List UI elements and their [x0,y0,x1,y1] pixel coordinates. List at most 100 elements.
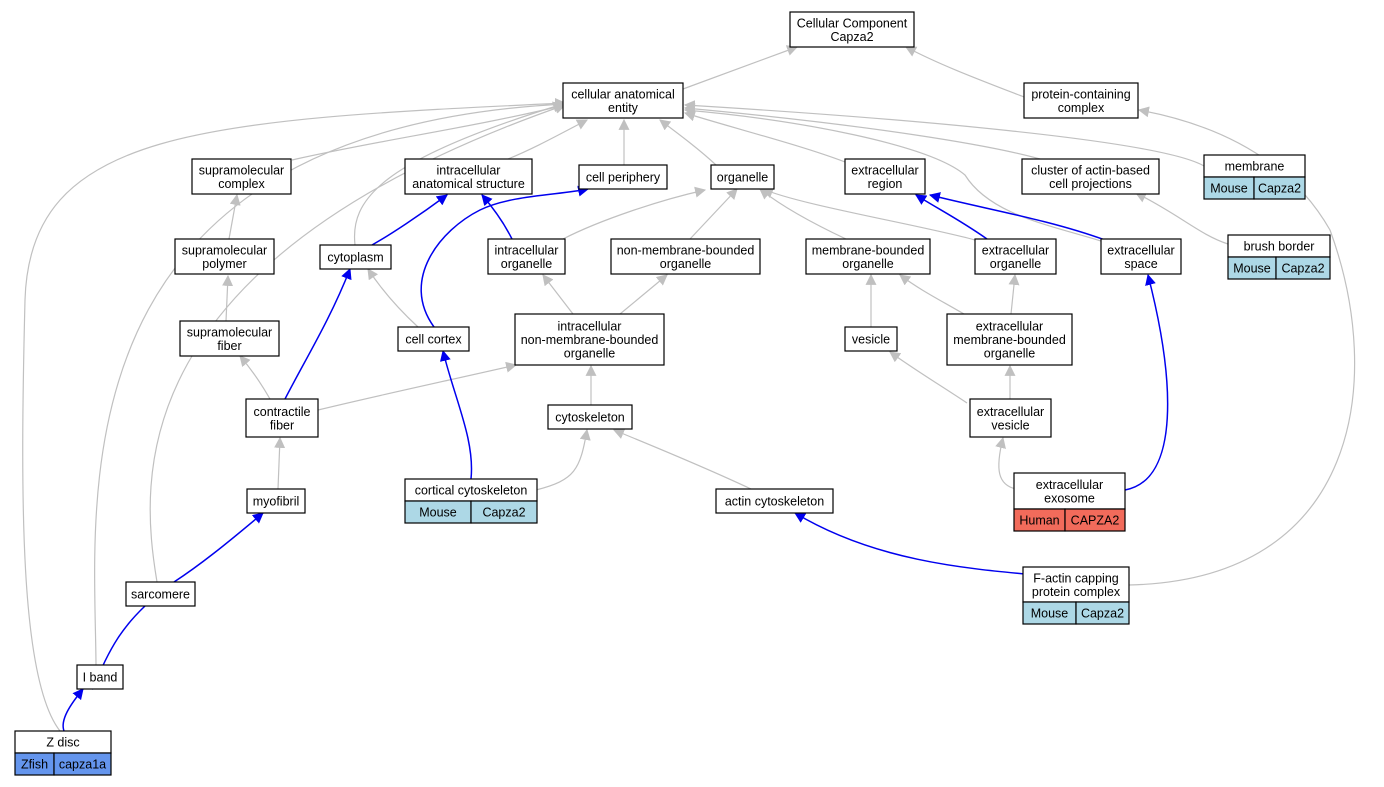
node-label: cortical cytoskeleton [415,484,528,498]
node-label: extracellular [851,163,918,177]
annotation-edge [284,267,352,400]
gene-cell [1275,256,1331,280]
node-label: exosome [1044,491,1095,505]
node-label: membrane-bounded [812,243,925,257]
species-label: Mouse [1233,262,1271,276]
gene-cell [1064,508,1126,532]
node-box [404,158,533,195]
node-box [179,320,280,357]
species-label: Zfish [21,758,48,772]
is-a-edge [562,186,707,240]
node-intracellular-non-membrane-bounded-organelle[interactable]: intracellularnon-membrane-boundedorganel… [514,313,665,366]
node-box [487,238,566,275]
node-label: complex [1058,101,1105,115]
node-box [76,664,124,690]
node-box [789,11,915,48]
node-vesicle[interactable]: vesicle [844,326,898,352]
node-box [1022,566,1130,603]
is-a-edge [995,436,1017,490]
node-label: Capza2 [830,30,873,44]
species-label: Mouse [1031,607,1069,621]
node-cytoplasm[interactable]: cytoplasm [319,244,392,270]
is-a-edge [689,188,738,240]
gene-label: capza1a [59,758,106,772]
annotation-edge [420,185,590,328]
is-a-edge [683,100,1205,167]
node-label: non-membrane-bounded [521,333,659,347]
is-a-edge [1128,106,1356,586]
is-a-edge [899,274,965,315]
node-box [125,581,196,607]
node-label: fiber [270,418,294,432]
node-box [1021,158,1160,195]
node-label: region [868,177,903,191]
node-label: intracellular [558,320,622,334]
node-i-band[interactable]: I band [76,664,124,690]
node-box [710,164,775,190]
is-a-edge [228,193,241,240]
is-a-edge [612,428,752,490]
node-box [1013,472,1126,510]
node-label: Cellular Component [797,16,908,30]
is-a-edge [683,110,846,163]
node-label: actin cytoskeleton [725,495,824,509]
node-label: intracellular [437,163,501,177]
is-a-edge [507,119,588,160]
node-box [514,313,665,366]
node-organelle[interactable]: organelle [710,164,775,190]
gene-cell [1075,601,1130,625]
is-a-edge [761,187,976,241]
node-actin-cytoskeleton[interactable]: actin cytoskeleton [715,488,834,514]
node-myofibril[interactable]: myofibril [246,488,306,514]
node-label: polymer [202,257,246,271]
node-label: complex [218,177,265,191]
annotation-edge [928,192,1106,241]
is-a-edge [274,436,286,490]
node-box [844,158,926,195]
node-cytoskeleton[interactable]: cytoskeleton [547,404,633,430]
node-sarcomere[interactable]: sarcomere [125,581,196,607]
node-cell-cortex[interactable]: cell cortex [397,326,470,352]
node-label: anatomical structure [412,177,525,191]
node-label: supramolecular [182,243,267,257]
annotation-edge [440,349,473,480]
node-box [319,244,392,270]
gene-label: Capza2 [482,506,525,520]
node-label: cytoplasm [327,251,383,265]
annotation-edge [371,194,448,246]
node-box [246,488,306,514]
is-a-edge [535,428,591,491]
node-label: sarcomere [131,588,190,602]
node-label: organelle [501,257,552,271]
is-a-edge [222,274,234,322]
node-box [547,404,633,430]
node-label: cytoskeleton [555,411,625,425]
node-label: protein-containing [1031,87,1130,101]
node-cell-periphery[interactable]: cell periphery [578,164,668,190]
annotation-edge [915,194,988,240]
